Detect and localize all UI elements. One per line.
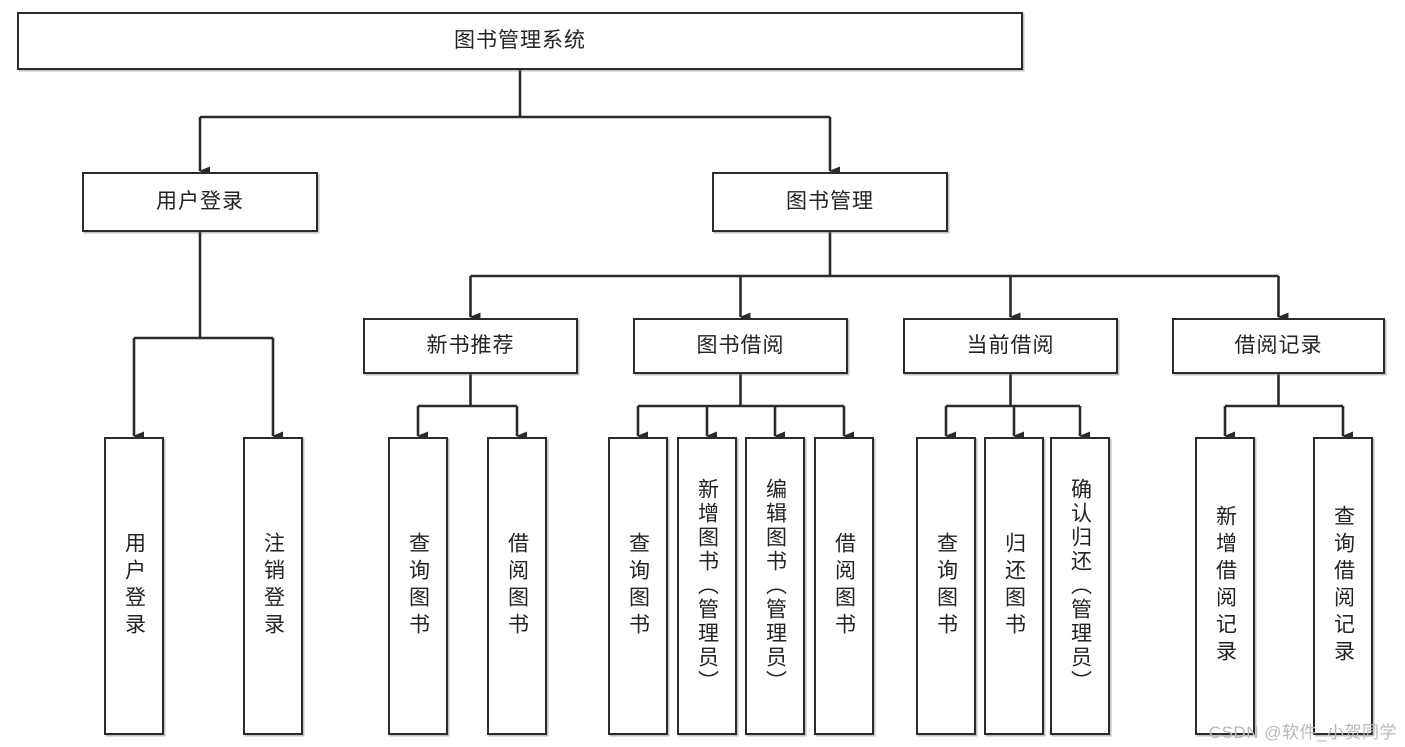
node-label-root: 图书管理系统 [454,29,586,53]
node-label-return-book: 归还图书 [1002,532,1026,640]
node-borrow-book-2: 借阅图书 [814,437,874,735]
node-label-query-book-2: 查询图书 [626,532,650,640]
node-borrow-book-1: 借阅图书 [487,437,547,735]
node-confirm-return-admin: 确认归还（管理员） [1050,437,1110,735]
node-label-confirm-return-admin: 确认归还（管理员） [1068,478,1092,694]
node-book-manage: 图书管理 [712,172,948,232]
node-add-book-admin: 新增图书（管理员） [677,437,737,735]
node-label-new-book-recommend: 新书推荐 [426,334,515,358]
node-label-query-book-3: 查询图书 [934,532,958,640]
node-label-user-login-do: 用户登录 [122,532,146,640]
node-label-query-borrow-record: 查询借阅记录 [1331,505,1355,667]
connector-lines [132,70,1353,441]
node-label-user-logout: 注销登录 [261,532,285,640]
node-label-borrow-record: 借阅记录 [1234,334,1323,358]
node-current-borrow: 当前借阅 [903,318,1118,374]
node-label-user-login: 用户登录 [156,190,244,214]
node-label-query-book-1: 查询图书 [406,532,430,640]
node-label-book-manage: 图书管理 [786,190,874,214]
node-label-edit-book-admin: 编辑图书（管理员） [763,478,787,694]
node-label-borrow-book-2: 借阅图书 [832,532,856,640]
node-label-add-borrow-record: 新增借阅记录 [1213,505,1237,667]
node-label-current-borrow: 当前借阅 [966,334,1055,358]
node-query-book-2: 查询图书 [608,437,668,735]
node-edit-book-admin: 编辑图书（管理员） [745,437,805,735]
node-query-book-1: 查询图书 [388,437,448,735]
node-return-book: 归还图书 [984,437,1044,735]
node-borrow-record: 借阅记录 [1172,318,1385,374]
node-query-borrow-record: 查询借阅记录 [1313,437,1373,735]
node-query-book-3: 查询图书 [916,437,976,735]
node-root: 图书管理系统 [17,12,1023,70]
node-label-add-book-admin: 新增图书（管理员） [695,478,719,694]
node-label-book-borrow: 图书借阅 [696,334,785,358]
node-user-login-do: 用户登录 [104,437,164,735]
node-book-borrow: 图书借阅 [633,318,848,374]
node-add-borrow-record: 新增借阅记录 [1195,437,1255,735]
node-new-book-recommend: 新书推荐 [363,318,578,374]
node-user-logout: 注销登录 [243,437,303,735]
node-user-login: 用户登录 [82,172,318,232]
node-label-borrow-book-1: 借阅图书 [505,532,529,640]
